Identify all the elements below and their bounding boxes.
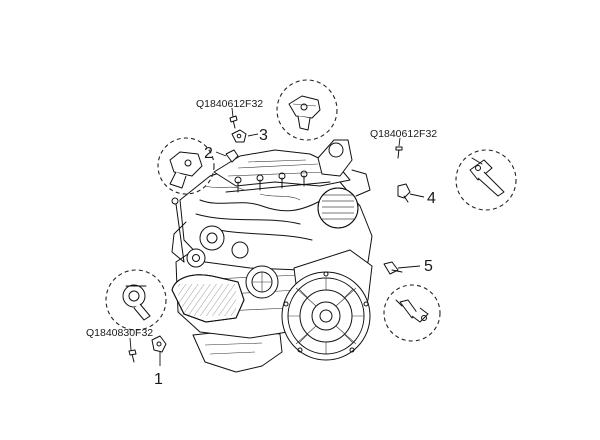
sensor-3-detail [276,79,338,141]
sensor-4-detail [455,149,517,211]
callout-number-3: 3 [259,127,268,144]
part-number-label: Q1840612F32 [370,128,437,140]
sensor-4-installed [397,183,411,203]
sensor-2-installed [225,149,239,163]
sensor-5-detail [383,284,441,342]
bolt-icon [395,146,403,159]
engine-assembly [171,139,373,373]
leader-lines [129,107,425,366]
callout-number-4: 4 [427,190,436,207]
bolt-icon [229,115,238,129]
callout-number-5: 5 [424,258,433,275]
part-number-label: Q1840830F32 [86,327,153,339]
sensor-2-detail [157,137,215,195]
sensor-3-installed [231,129,247,143]
sensor-1-installed [151,335,167,353]
sensor-5-installed [383,261,403,275]
callout-number-1: 1 [154,371,163,388]
callout-number-2: 2 [204,145,213,162]
sensor-1-detail [105,269,167,331]
bolt-icon [128,349,137,363]
part-number-label: Q1840612F32 [196,98,263,110]
